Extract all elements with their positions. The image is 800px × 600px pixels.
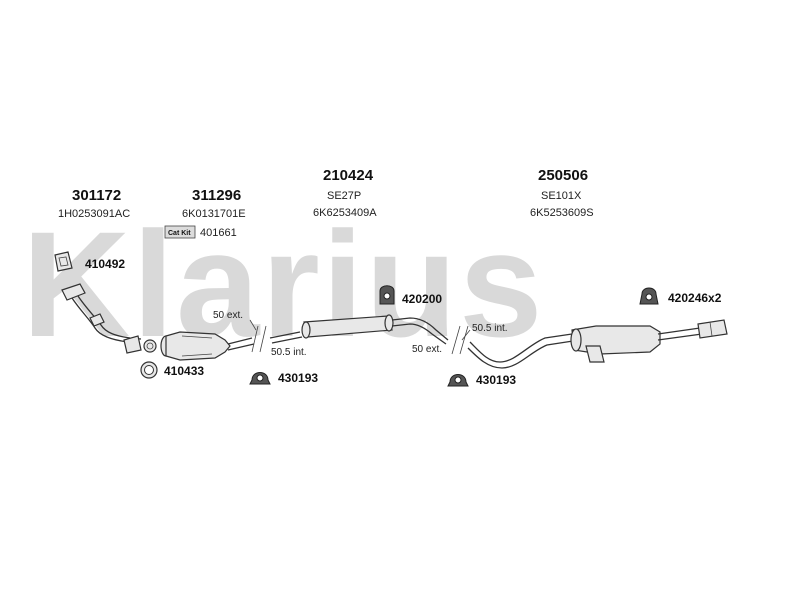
joint-dimension-right [451,325,471,355]
part-ref-1h0253091ac: 1H0253091AC [58,208,130,220]
callout-430193-left: 430193 [278,371,318,385]
mounting-rubber-icon [379,285,395,305]
callout-420200: 420200 [402,292,442,306]
dim-right-ext: 50 ext. [412,344,442,355]
callout-430193-right: 430193 [476,373,516,387]
gasket-icon [54,251,73,272]
part-ref-6k5253609s: 6K5253609S [530,207,594,219]
part-type-se27p: SE27P [327,190,361,202]
part-number-250506: 250506 [538,167,588,184]
cat-kit-badge-label: Cat Kit [168,230,191,237]
callout-420246x2: 420246x2 [668,291,722,305]
cat-kit-badge: Cat Kit [164,225,196,239]
joint-dimension-left [249,319,267,353]
part-number-311296: 311296 [192,187,241,204]
catalytic-converter-icon [160,331,255,361]
part-type-se101x: SE101X [541,190,582,202]
rear-hanger-icon [639,287,659,305]
dim-right-int: 50.5 int. [472,323,508,334]
dim-left-int: 50.5 int. [271,347,307,358]
rubber-hanger-icon [447,374,469,387]
part-ref-6k0131701e: 6K0131701E [182,208,246,220]
cat-kit-number: 401661 [200,227,237,239]
rubber-hanger-icon [249,372,271,385]
callout-410492: 410492 [85,257,125,271]
middle-silencer-icon [269,314,449,345]
part-ref-6k6253409a: 6K6253409A [313,207,377,219]
front-pipe-icon [61,283,142,354]
part-number-301172: 301172 [72,187,121,204]
dim-left-ext: 50 ext. [213,310,243,321]
watermark-logo: Klarius [22,200,545,368]
sealing-ring-icon [140,361,158,379]
rear-silencer-icon [467,319,728,369]
callout-410433: 410433 [164,364,204,378]
clamp-ring-icon [143,339,157,353]
part-number-210424: 210424 [323,167,374,184]
